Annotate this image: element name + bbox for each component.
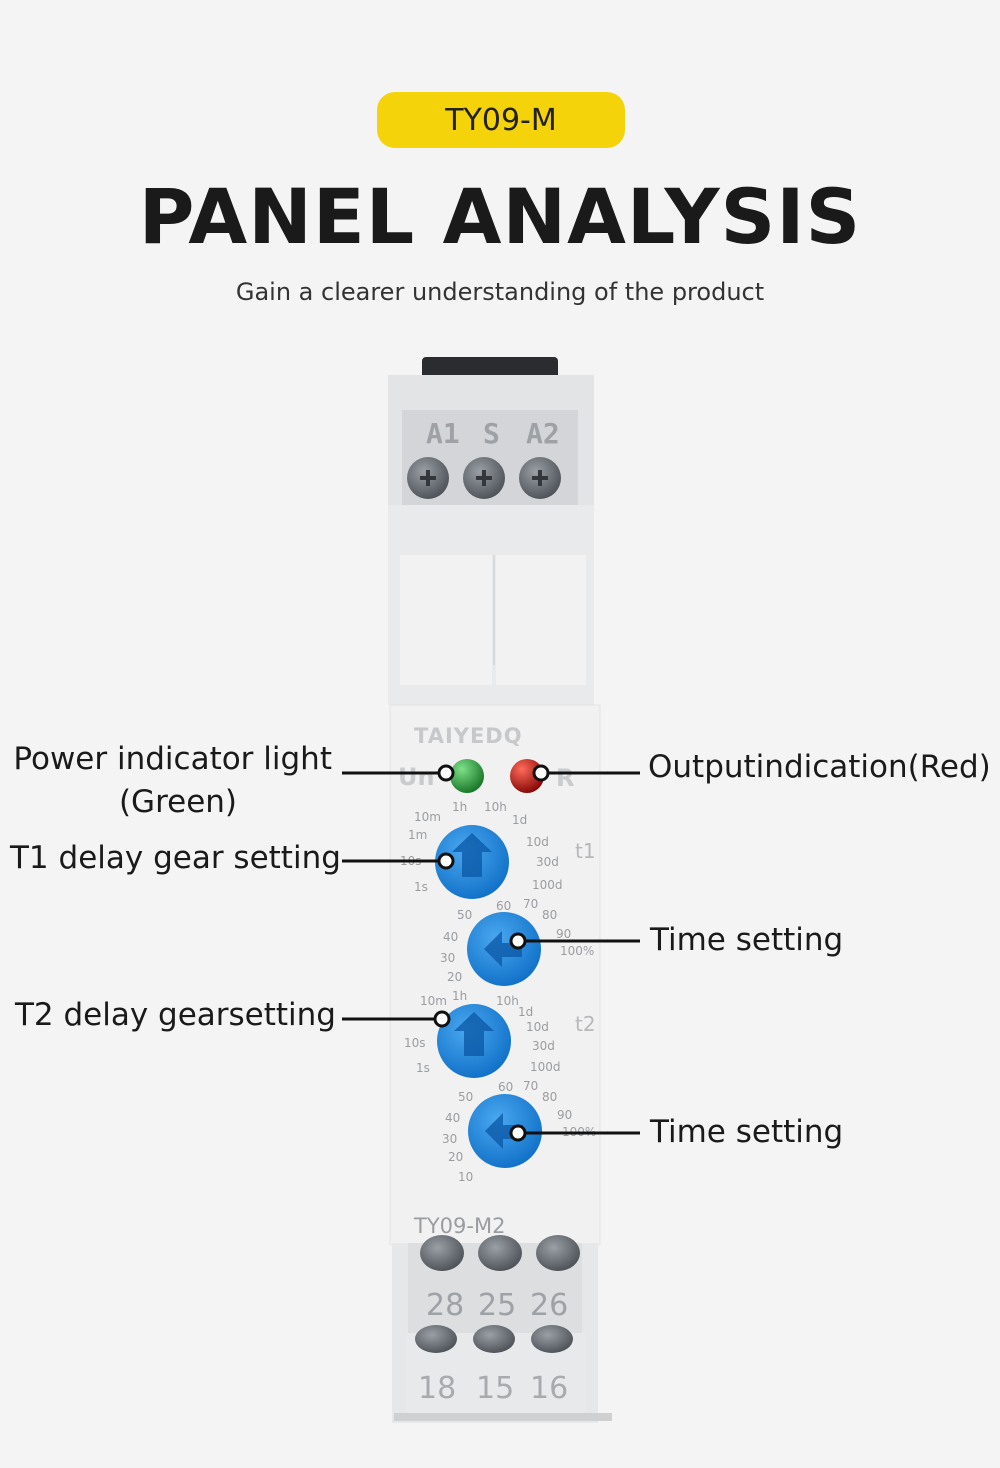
scale-10h: 10h — [484, 800, 507, 814]
t2-delay-gear-label: T2 delay gearsetting — [14, 997, 336, 1033]
t2-pct-30: 30 — [442, 1132, 457, 1146]
top-screws — [407, 457, 561, 499]
scale-30d: 30d — [536, 855, 559, 869]
t2-scale-1d: 1d — [518, 1005, 533, 1019]
r-label: R — [556, 764, 574, 792]
pct-60: 60 — [496, 899, 511, 913]
un-label: Un — [398, 763, 435, 791]
pct-90: 90 — [556, 927, 571, 941]
t2-scale-100d: 100d — [530, 1060, 561, 1074]
scale-1m: 1m — [408, 828, 427, 842]
terminal-label-a1: A1 — [426, 417, 460, 450]
t2-scale-10d: 10d — [526, 1020, 549, 1034]
t2-pct-20: 20 — [448, 1150, 463, 1164]
terminal-label-26: 26 — [530, 1288, 568, 1323]
scale-1d: 1d — [512, 813, 527, 827]
scale-100d: 100d — [532, 878, 563, 892]
pct-100: 100% — [560, 944, 594, 958]
model-badge: TY09-M — [377, 92, 625, 148]
terminal-label-15: 15 — [476, 1371, 514, 1406]
t2-pct-70: 70 — [523, 1079, 538, 1093]
t2-pct-90: 90 — [557, 1108, 572, 1122]
pct-20: 20 — [447, 970, 462, 984]
red-led — [510, 759, 544, 793]
page-title: PANEL ANALYSIS — [138, 172, 862, 261]
relay-device-illustration: A1 S A2 TAIYEDQ Un R 10m 1h 10h 1d 1m 10… — [388, 357, 612, 1423]
pct-40: 40 — [443, 930, 458, 944]
t2-label: t2 — [575, 1012, 596, 1036]
time-setting-label-2: Time setting — [650, 1114, 844, 1150]
pct-50: 50 — [457, 908, 472, 922]
t2-pct-40: 40 — [445, 1111, 460, 1125]
scale-1s: 1s — [414, 880, 428, 894]
bottom-screws-row1 — [420, 1235, 580, 1271]
t2-pct-50: 50 — [458, 1090, 473, 1104]
t2-scale-1s: 1s — [416, 1061, 430, 1075]
t1-percent-scale: 50 60 70 80 40 90 30 100% 20 — [440, 897, 594, 984]
terminal-label-25: 25 — [478, 1288, 516, 1323]
scale-10d: 10d — [526, 835, 549, 849]
scale-10s: 10s — [400, 854, 422, 868]
bottom-screws-row2 — [415, 1325, 573, 1353]
terminal-label-18: 18 — [418, 1371, 456, 1406]
power-indicator-label: Power indicator light — [10, 741, 332, 777]
pct-70: 70 — [523, 897, 538, 911]
output-indication-label: Outputindication(Red) — [648, 749, 991, 785]
terminal-label-16: 16 — [530, 1371, 568, 1406]
model-badge-text: TY09-M — [445, 102, 557, 138]
power-indicator-label-green: (Green) — [118, 784, 238, 820]
brand-label: TAIYEDQ — [414, 724, 523, 748]
t2-pct-10: 10 — [458, 1170, 473, 1184]
t2-scale-10h: 10h — [496, 994, 519, 1008]
pct-30: 30 — [440, 951, 455, 965]
t1-range-scale: 10m 1h 10h 1d 1m 10d 10s 30d 1s 100d — [400, 800, 563, 894]
t1-delay-gear-label: T1 delay gear setting — [10, 840, 341, 876]
t2-pct-80: 80 — [542, 1090, 557, 1104]
terminal-label-a2: A2 — [526, 417, 560, 450]
t2-scale-30d: 30d — [532, 1039, 555, 1053]
terminal-label-28: 28 — [426, 1288, 464, 1323]
time-setting-label-1: Time setting — [650, 922, 844, 958]
t2-range-scale: 10m 1h 10h 1d 10d 10s 30d 1s 100d — [404, 989, 561, 1075]
power-indicator-label-line1: Power indicator light — [13, 741, 332, 777]
t2-scale-1h: 1h — [452, 989, 467, 1003]
t2-scale-10m: 10m — [420, 994, 447, 1008]
scale-1h: 1h — [452, 800, 467, 814]
t2-pct-60: 60 — [498, 1080, 513, 1094]
model-label: TY09-M2 — [413, 1214, 505, 1238]
terminal-label-s: S — [483, 417, 500, 450]
green-led — [450, 759, 484, 793]
pct-80: 80 — [542, 908, 557, 922]
t1-label: t1 — [575, 839, 596, 863]
page-subtitle: Gain a clearer understanding of the prod… — [235, 278, 765, 306]
t2-scale-10s: 10s — [404, 1036, 426, 1050]
t2-pct-100: 100% — [562, 1125, 596, 1139]
scale-10m: 10m — [414, 810, 441, 824]
